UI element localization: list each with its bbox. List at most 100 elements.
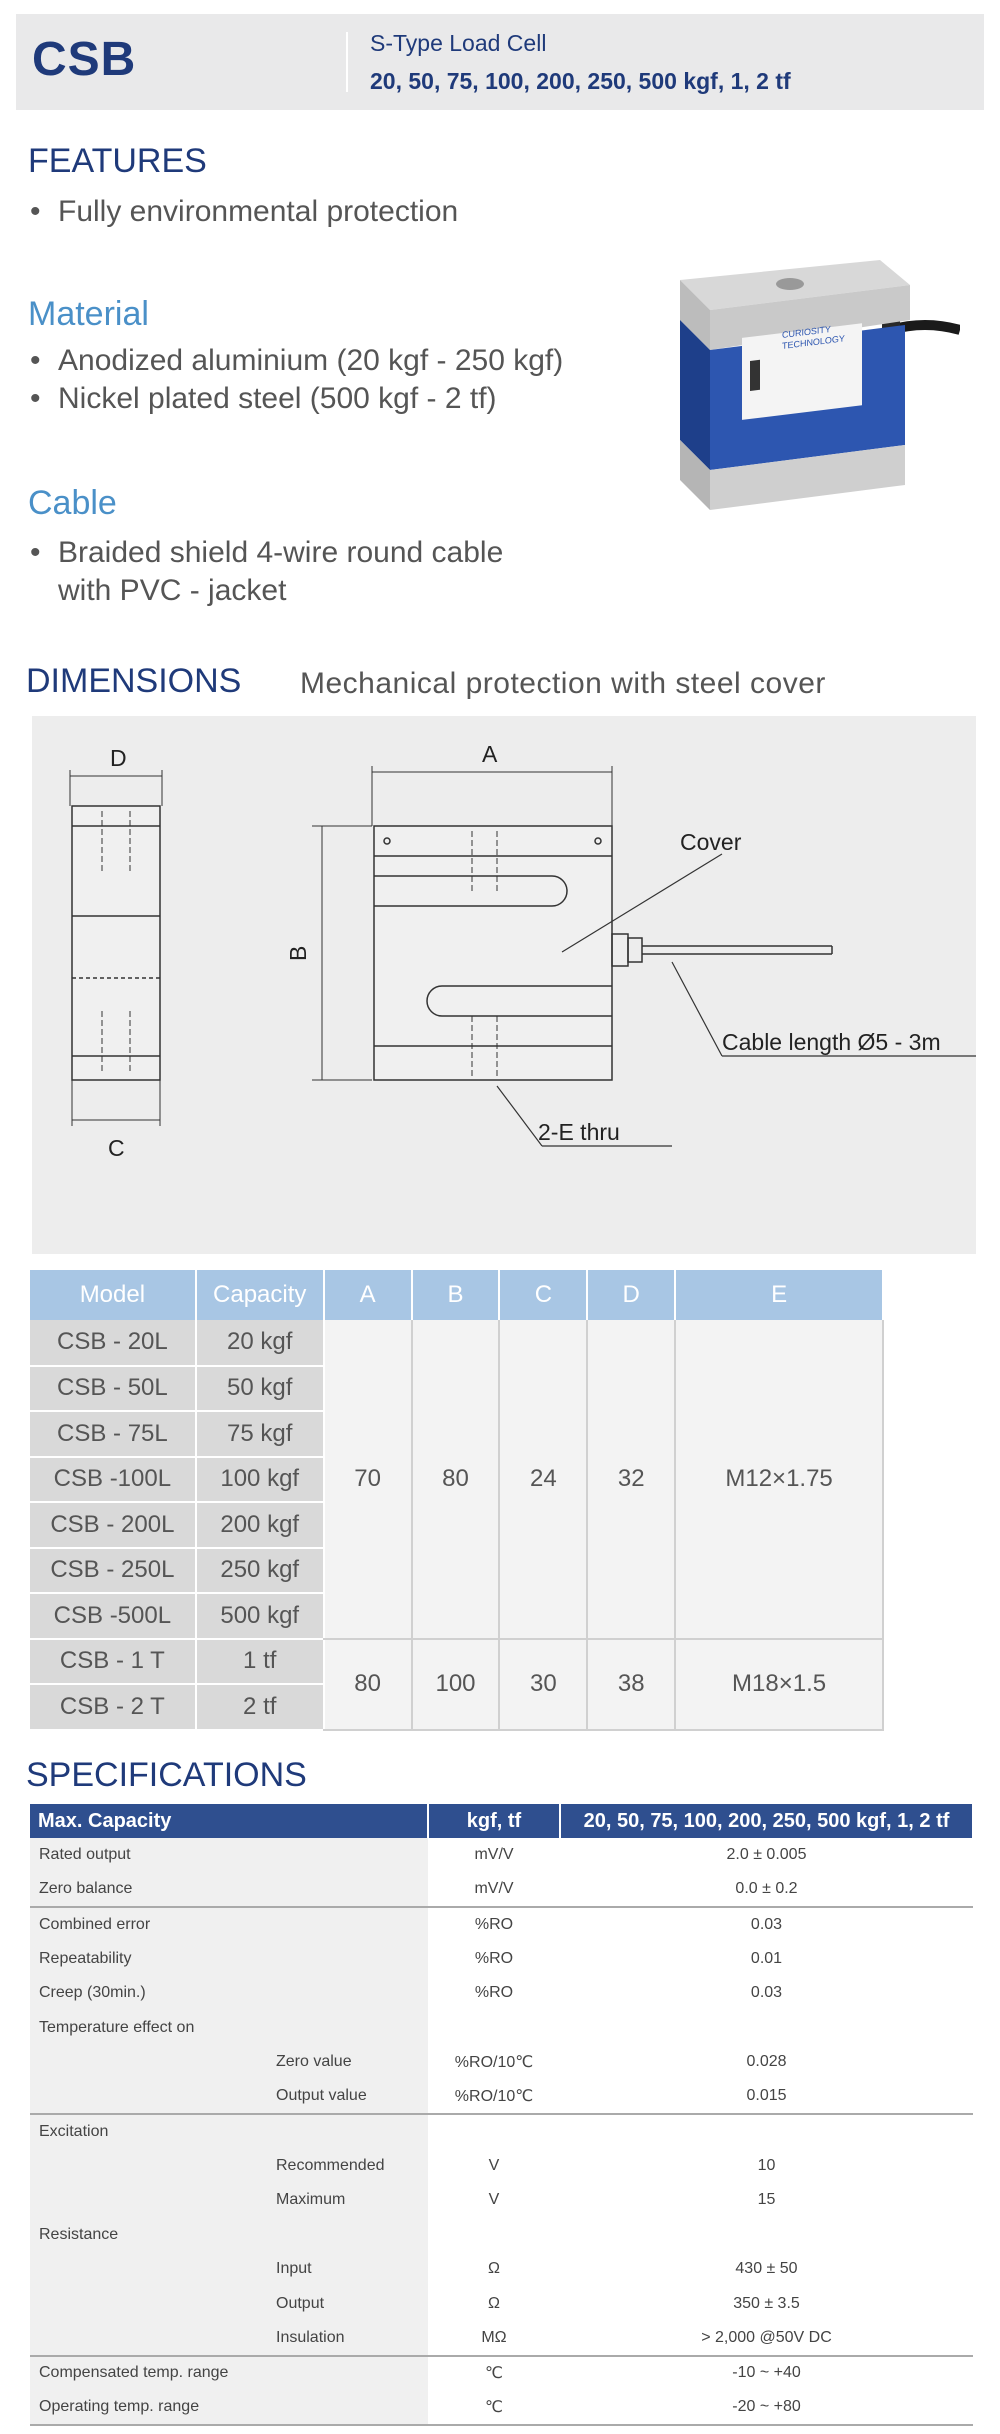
- capacity-cell: 75 kgf: [195, 1411, 325, 1458]
- table-row: Resistance: [30, 2217, 973, 2252]
- spec-value-cell: -20 ~ +80: [560, 2390, 973, 2426]
- header-bar: CSB S-Type Load Cell 20, 50, 75, 100, 20…: [16, 14, 984, 110]
- spec-label-cell: Compensated temp. range: [30, 2354, 268, 2390]
- spec-unit-cell: V: [428, 2183, 560, 2218]
- capacity-cell: 250 kgf: [195, 1547, 325, 1594]
- spec-label-cell: [30, 2148, 268, 2183]
- column-header: A: [323, 1270, 413, 1320]
- features-item: •Fully environmental protection: [30, 193, 458, 231]
- dim-e-cell: M18×1.5: [675, 1638, 884, 1731]
- material-item: •Nickel plated steel (500 kgf - 2 tf): [30, 380, 497, 418]
- spec-sublabel-cell: [268, 2354, 428, 2390]
- spec-sublabel-cell: [268, 1941, 428, 1976]
- spec-unit-cell: Ω: [428, 2252, 560, 2287]
- table-row: CSB - 2 T 2 tf: [30, 1684, 883, 1731]
- column-header: Model: [30, 1270, 197, 1320]
- spec-sublabel-cell: [268, 1976, 428, 2011]
- table-row: CSB - 250L 250 kgf: [30, 1547, 883, 1594]
- spec-value-cell: > 2,000 @50V DC: [560, 2321, 973, 2356]
- spec-sublabel-cell: Insulation: [268, 2321, 428, 2356]
- table-row: CSB - 1 T 1 tf 80 100 30 38 M18×1.5: [30, 1638, 884, 1731]
- dimension-table: Model Capacity A B C D E CSB - 20L 20 kg…: [30, 1270, 884, 1731]
- capacity-cell: 50 kgf: [195, 1365, 325, 1412]
- spec-unit-cell: mV/V: [428, 1872, 560, 1907]
- spec-value-cell: 0.03: [560, 1906, 973, 1942]
- spec-label-cell: Combined error: [30, 1906, 268, 1942]
- dim-c-cell: 24: [499, 1320, 589, 1640]
- spec-value-cell: 2.0 ± 0.005: [560, 1838, 973, 1873]
- spec-label-cell: [30, 2183, 268, 2218]
- table-row: CSB - 20L 20 kgf 70 80 24 32 M12×1.75: [30, 1320, 884, 1640]
- dim-d-cell: 32: [587, 1320, 677, 1640]
- spec-sublabel-cell: [268, 1906, 428, 1942]
- model-cell: CSB -100L: [30, 1456, 197, 1503]
- cable-heading: Cable: [28, 484, 117, 522]
- dim-label-c: C: [108, 1135, 125, 1161]
- spec-unit-cell: MΩ: [428, 2321, 560, 2356]
- model-cell: CSB - 250L: [30, 1547, 197, 1594]
- dim-label-d: D: [110, 745, 127, 771]
- spec-sublabel-cell: [268, 2113, 428, 2149]
- spec-label-cell: Operating temp. range: [30, 2390, 268, 2426]
- model-cell: CSB - 200L: [30, 1502, 197, 1549]
- spec-label-cell: [30, 2045, 268, 2080]
- spec-sublabel-cell: [268, 2010, 428, 2045]
- spec-sublabel-cell: [268, 1838, 428, 1873]
- product-subtitle: S-Type Load Cell: [370, 30, 547, 56]
- spec-label-cell: Creep (30min.): [30, 1976, 268, 2011]
- spec-value-cell: -10 ~ +40: [560, 2354, 973, 2390]
- spec-sublabel-cell: [268, 1872, 428, 1907]
- spec-label-cell: Excitation: [30, 2113, 268, 2149]
- spec-value-cell: 350 ± 3.5: [560, 2286, 973, 2321]
- table-row: CSB -100L 100 kgf: [30, 1456, 883, 1503]
- table-row: CSB - 75L 75 kgf: [30, 1411, 883, 1458]
- table-row: CSB - 50L 50 kgf: [30, 1365, 883, 1412]
- spec-unit-cell: [428, 2010, 560, 2045]
- spec-sublabel-cell: Output value: [268, 2079, 428, 2114]
- dimension-drawing: D A B C Cover Cable length Ø5 - 3m 2-E t…: [32, 716, 976, 1254]
- spec-sublabel-cell: Zero value: [268, 2045, 428, 2080]
- spec-sublabel-cell: [268, 2217, 428, 2252]
- spec-sublabel-cell: Input: [268, 2252, 428, 2287]
- spec-unit-cell: [428, 2113, 560, 2149]
- product-code: CSB: [32, 33, 137, 86]
- spec-sublabel-cell: Output: [268, 2286, 428, 2321]
- spec-label-cell: [30, 2321, 268, 2356]
- dim-label-thru: 2-E thru: [538, 1119, 620, 1145]
- spec-value-cell: 15: [560, 2183, 973, 2218]
- column-header: C: [499, 1270, 589, 1320]
- column-header: Max. Capacity: [30, 1804, 429, 1838]
- spec-unit-cell: %RO/10℃: [428, 2045, 560, 2080]
- cable-item: •Braided shield 4-wire round cable: [30, 534, 503, 572]
- capacity-cell: 2 tf: [195, 1684, 325, 1731]
- table-row: Excitation: [30, 2113, 973, 2149]
- model-cell: CSB - 50L: [30, 1365, 197, 1412]
- table-row: Temperature effect on: [30, 2010, 973, 2045]
- spec-sublabel-cell: Maximum: [268, 2183, 428, 2218]
- table-row: Compensated temp. range℃-10 ~ +40: [30, 2354, 973, 2390]
- dim-e-cell: M12×1.75: [675, 1320, 884, 1640]
- dimensions-heading: DIMENSIONS: [26, 662, 242, 700]
- spec-label-cell: Resistance: [30, 2217, 268, 2252]
- spec-value-cell: [560, 2010, 973, 2045]
- spec-label-cell: [30, 2252, 268, 2287]
- spec-label-cell: Rated output: [30, 1838, 268, 1873]
- spec-label-cell: [30, 2286, 268, 2321]
- spec-value-cell: 0.03: [560, 1976, 973, 2011]
- spec-unit-cell: %RO: [428, 1976, 560, 2011]
- dim-b-cell: 80: [411, 1320, 501, 1640]
- spec-value-cell: 0.0 ± 0.2: [560, 1872, 973, 1907]
- dimension-table-header: Model Capacity A B C D E: [30, 1270, 884, 1320]
- specifications-table: Max. Capacity kgf, tf 20, 50, 75, 100, 2…: [30, 1804, 974, 2426]
- dim-b-cell: 100: [411, 1638, 501, 1731]
